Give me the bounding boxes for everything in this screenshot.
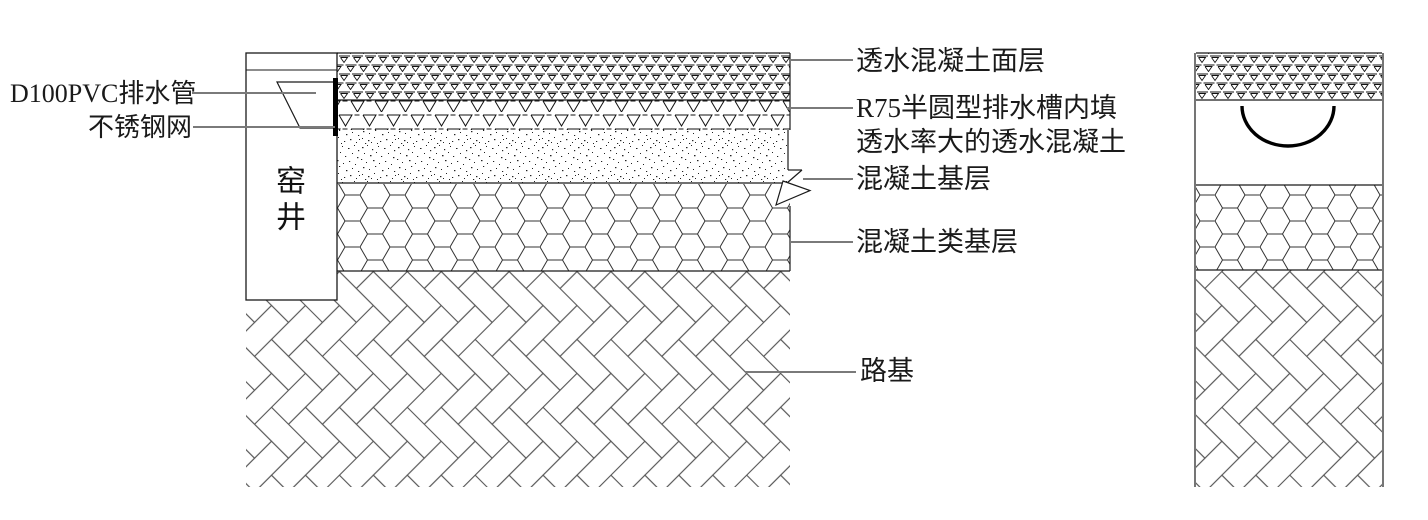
steel-mesh-bar: [333, 78, 338, 136]
main-section: [245, 52, 812, 487]
drain-channel-label: R75半圆型排水槽内填 透水率大的透水混凝土: [856, 91, 1126, 159]
leader-lines: [192, 59, 856, 373]
surface-layer-hatch: [337, 53, 790, 100]
strip-surface-layer-hatch: [1196, 53, 1382, 100]
detail-strip: [1194, 52, 1384, 487]
semicircular-channel-arc: [1240, 105, 1336, 148]
strip-roadbed-hatch: [1196, 270, 1382, 487]
steel-mesh-label: 不锈钢网: [87, 113, 192, 142]
edge-chamfer-line: [786, 169, 803, 184]
drain-pipe-label: D100PVC排水管: [10, 79, 197, 108]
concrete-base-hatch: [337, 130, 787, 183]
roadbed-hatch: [246, 271, 790, 487]
concrete-type-base-hatch: [337, 184, 790, 271]
strip-concrete-type-base-hatch: [1196, 185, 1382, 270]
surface-layer-label: 透水混凝土面层: [856, 46, 1045, 76]
strip-boundary-lines: [1194, 52, 1384, 487]
drain-channel-label-line2: 透水率大的透水混凝土: [856, 127, 1126, 157]
drain-channel-fill-hatch: [337, 100, 790, 130]
edge-key-flap: [775, 180, 812, 207]
layer-boundary-lines: [337, 52, 803, 272]
concrete-base-label: 混凝土基层: [856, 164, 991, 194]
concrete-type-base-label: 混凝土类基层: [856, 227, 1018, 257]
drain-channel-label-line1: R75半圆型排水槽内填: [856, 93, 1118, 123]
roadbed-label: 路基: [860, 356, 914, 386]
shaft-label: 窑井: [271, 165, 304, 237]
